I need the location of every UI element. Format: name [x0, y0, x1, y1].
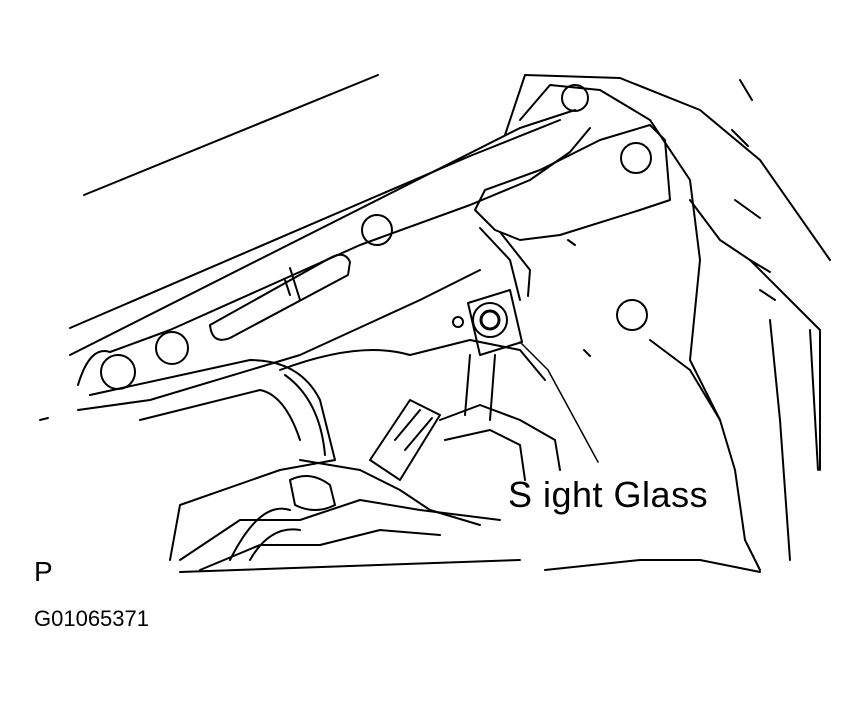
cable: [179, 559, 521, 573]
side-panel-outer: [504, 74, 831, 261]
pipe-body: [279, 339, 546, 381]
panel-edge-mid: [69, 119, 561, 329]
bolt-3: [361, 214, 393, 246]
flange-strip: [77, 127, 591, 386]
panel-edge-top: [83, 74, 379, 196]
panel-vertical: [769, 319, 819, 561]
detail-dash-1: [567, 239, 591, 357]
clamp-1-detail: [394, 409, 433, 451]
flange-strip-lower: [77, 269, 481, 411]
side-panel-mid: [519, 84, 721, 421]
sight-glass-core: [479, 309, 501, 331]
bolt-5: [620, 142, 652, 174]
bolt-4: [561, 84, 589, 112]
bolt-6: [616, 299, 648, 331]
side-panel-inner: [689, 199, 821, 471]
sight-glass-stem: [464, 354, 496, 421]
figure-id: G01065371: [34, 606, 149, 631]
sight-glass-label: S ight Glass: [508, 474, 709, 515]
small-fitting: [452, 316, 464, 328]
flange-slot: [209, 253, 351, 341]
connector: [289, 475, 336, 511]
bracket-plate: [474, 124, 671, 241]
panel-hatch-1: [731, 79, 776, 301]
tube-inner: [139, 389, 301, 441]
wire-harness: [229, 507, 301, 561]
bolt-1: [100, 354, 136, 390]
flange-slot-inner: [284, 267, 301, 301]
bracket-leg: [479, 227, 531, 301]
linkage-rod: [179, 499, 501, 561]
bolt-2: [155, 331, 189, 365]
panel-edge-long: [69, 109, 576, 356]
leader-line: [519, 341, 599, 463]
sight-glass-ring: [472, 302, 508, 338]
tube-band: [284, 374, 326, 456]
bracket-arm: [439, 404, 561, 471]
tube-outer: [89, 359, 336, 561]
linkage-lower: [299, 459, 481, 526]
corner-letter: P: [34, 556, 53, 587]
sight-glass-mount: [467, 289, 523, 356]
detail-dash-2: [39, 417, 49, 421]
clamp-1: [369, 399, 441, 481]
linkage-rod-2: [199, 529, 441, 571]
panel-lower-edge: [649, 339, 761, 571]
panel-bottom: [544, 559, 761, 573]
bracket-arm-2: [444, 429, 526, 481]
